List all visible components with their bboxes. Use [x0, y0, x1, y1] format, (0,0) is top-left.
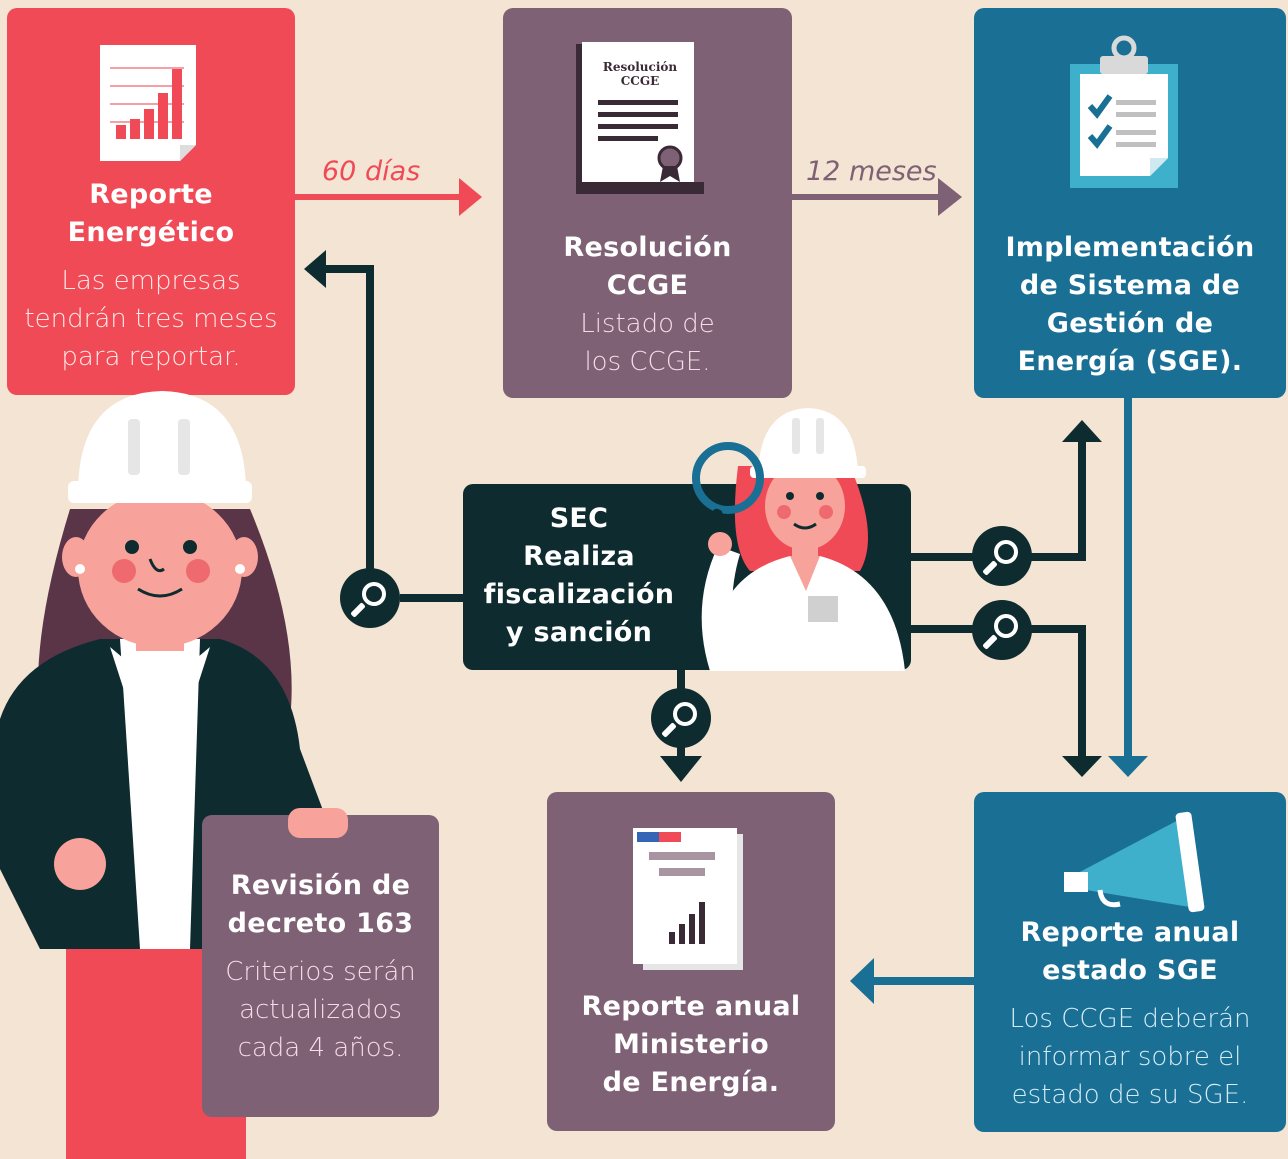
box-implementacion-sge: Implementación de Sistema de Gestión de … — [974, 8, 1286, 398]
hand-illustration — [288, 808, 348, 838]
arrow-12-meses — [792, 178, 962, 216]
reporte-energetico-desc-1: Las empresas — [61, 266, 241, 296]
sec-title-2: Realiza — [523, 541, 635, 572]
megaphone-icon — [1064, 811, 1205, 913]
revision-desc-3: cada 4 años. — [237, 1033, 404, 1063]
box-reporte-sge: Reporte anual estado SGE Los CCGE deberá… — [974, 792, 1286, 1132]
arrow-60-dias — [295, 178, 482, 216]
reporte-energetico-desc-2: tendrán tres meses — [24, 304, 278, 334]
box-resolucion-ccge: Resolución CCGE Resolución CCGE Listado … — [503, 8, 792, 398]
clipboard-checklist-icon — [1070, 35, 1178, 188]
reporte-sge-desc-2: informar sobre el — [1018, 1042, 1242, 1072]
implementacion-title-3: Gestión de — [1046, 308, 1214, 339]
implementacion-title-2: de Sistema de — [1019, 270, 1241, 301]
reporte-energetico-title-2: Energético — [67, 217, 235, 248]
magnifier-icon — [340, 568, 400, 628]
reporte-ministerio-title-2: Ministerio — [612, 1029, 769, 1060]
resolucion-title-2: CCGE — [606, 270, 689, 301]
sec-title-3: fiscalización — [483, 579, 675, 610]
arrow-implementacion-to-reporte-sge — [1108, 398, 1148, 777]
revision-title-1: Revisión de — [230, 870, 411, 901]
label-12-meses: 12 meses — [806, 156, 937, 187]
resolucion-desc-2: los CCGE. — [584, 347, 711, 377]
implementacion-title-1: Implementación — [1005, 232, 1255, 263]
reporte-energetico-title-1: Reporte — [89, 179, 213, 210]
resolucion-title-1: Resolución — [563, 232, 732, 263]
resolucion-desc-1: Listado de — [580, 309, 715, 339]
certificate-icon-text-2: CCGE — [620, 74, 660, 88]
reporte-ministerio-title-3: de Energía. — [602, 1067, 780, 1098]
box-reporte-energetico: Reporte Energético Las empresas tendrán … — [7, 8, 295, 395]
implementacion-title-4: Energía (SGE). — [1017, 346, 1243, 377]
reporte-sge-title-1: Reporte anual — [1020, 917, 1240, 948]
reporte-ministerio-title-1: Reporte anual — [581, 991, 801, 1022]
box-reporte-ministerio: Reporte anual Ministerio de Energía. — [547, 792, 835, 1131]
report-document-icon — [633, 828, 743, 970]
revision-desc-2: actualizados — [239, 995, 402, 1025]
sec-title-4: y sanción — [505, 617, 653, 648]
label-60-dias: 60 días — [322, 156, 421, 187]
reporte-sge-desc-3: estado de su SGE. — [1011, 1080, 1249, 1110]
reporte-energetico-desc-3: para reportar. — [61, 342, 241, 372]
reporte-sge-desc-1: Los CCGE deberán — [1009, 1004, 1251, 1034]
box-revision-decreto: Revisión de decreto 163 Criterios serán … — [202, 815, 439, 1117]
certificate-icon — [576, 42, 704, 194]
magnifier-icon — [972, 526, 1032, 586]
magnifier-icon — [972, 600, 1032, 660]
sec-title-1: SEC — [549, 503, 609, 534]
reporte-sge-title-2: estado SGE — [1042, 955, 1218, 986]
arrow-sec-to-reporte — [304, 250, 464, 602]
certificate-icon-text-1: Resolución — [602, 60, 678, 74]
magnifier-icon — [651, 688, 711, 748]
revision-desc-1: Criterios serán — [225, 957, 416, 987]
bar-chart-report-icon — [100, 45, 196, 161]
arrow-sge-to-ministerio — [850, 958, 974, 1004]
inspector-woman-illustration — [692, 408, 905, 671]
revision-title-2: decreto 163 — [227, 908, 414, 939]
